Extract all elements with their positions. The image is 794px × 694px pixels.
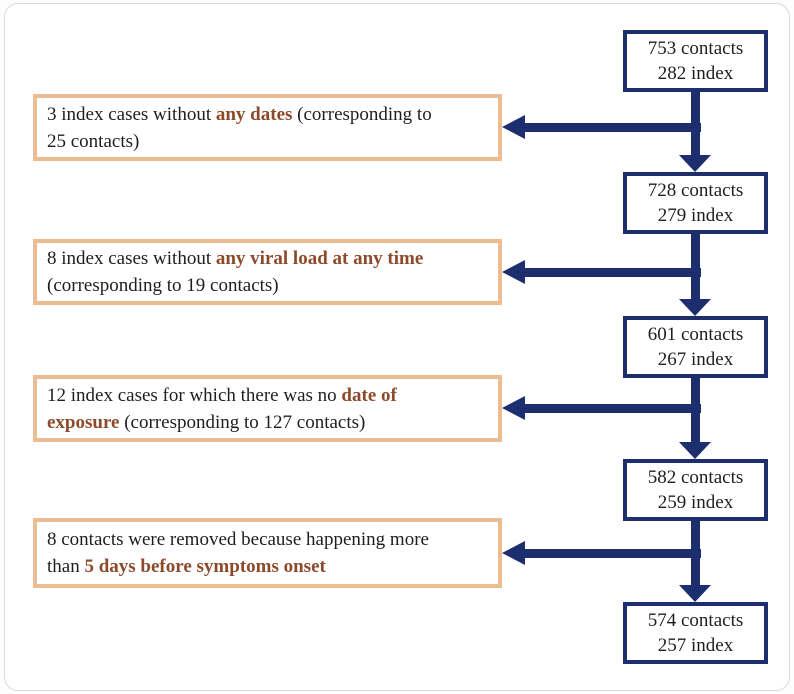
stage-box-1: 753 contacts 282 index xyxy=(623,30,768,92)
left-arrow-icon xyxy=(502,260,525,284)
stage-box-3: 601 contacts 267 index xyxy=(623,316,768,378)
exclusion-text-highlight: any dates xyxy=(215,103,293,125)
exclusion-text-highlight: 5 days before symptoms onset xyxy=(84,556,326,577)
exclusion-text-highlight: any viral load at any time xyxy=(215,248,424,269)
left-arrow-icon xyxy=(502,115,525,139)
exclusion-text-prefix: 12 index cases for which there was no xyxy=(47,384,342,406)
down-arrow-icon xyxy=(679,299,711,316)
exclusion-text: 12 index cases for which there was no da… xyxy=(37,380,403,438)
stage-contacts-count: 582 contacts xyxy=(647,467,744,488)
horizontal-connector-line xyxy=(524,549,701,558)
exclusion-text-prefix: 3 index cases without xyxy=(47,103,216,125)
stage-index-count: 282 index xyxy=(657,63,734,84)
vertical-connector-line xyxy=(691,233,700,301)
exclusion-text: 3 index cases without any dates (corresp… xyxy=(37,99,438,157)
exclusion-text-prefix: 8 index cases without xyxy=(47,248,216,269)
stage-box-4: 582 contacts 259 index xyxy=(623,459,768,521)
exclusion-note-4: 8 contacts were removed because happenin… xyxy=(33,518,502,588)
stage-contacts-count: 574 contacts xyxy=(647,610,744,631)
stage-index-count: 259 index xyxy=(657,492,734,513)
horizontal-connector-line xyxy=(524,123,701,132)
stage-box-5: 574 contacts 257 index xyxy=(623,602,768,664)
exclusion-text-suffix: (corresponding to 19 contacts) xyxy=(47,275,279,296)
stage-box-2: 728 contacts 279 index xyxy=(623,172,768,234)
exclusion-note-1: 3 index cases without any dates (corresp… xyxy=(33,94,502,161)
stage-contacts-count: 728 contacts xyxy=(647,180,744,201)
left-arrow-icon xyxy=(502,396,525,420)
exclusion-text-prefix: 8 contacts were removed because happenin… xyxy=(47,529,429,577)
stage-index-count: 267 index xyxy=(657,349,734,370)
down-arrow-icon xyxy=(679,585,711,602)
left-arrow-icon xyxy=(502,541,525,565)
stage-contacts-count: 601 contacts xyxy=(647,324,744,345)
exclusion-text-highlight: date of exposure xyxy=(47,384,397,433)
exclusion-text-suffix: (corresponding to 127 contacts) xyxy=(119,411,366,433)
down-arrow-icon xyxy=(679,155,711,172)
exclusion-text: 8 index cases without any viral load at … xyxy=(37,243,429,301)
stage-contacts-count: 753 contacts xyxy=(647,38,744,59)
exclusion-note-2: 8 index cases without any viral load at … xyxy=(33,239,502,305)
exclusion-text: 8 contacts were removed because happenin… xyxy=(37,524,435,582)
exclusion-text-suffix: (corresponding to 25 contacts) xyxy=(47,103,432,152)
down-arrow-icon xyxy=(679,442,711,459)
stage-index-count: 279 index xyxy=(657,205,734,226)
horizontal-connector-line xyxy=(524,268,701,277)
stage-index-count: 257 index xyxy=(657,635,734,656)
horizontal-connector-line xyxy=(524,404,701,413)
exclusion-note-3: 12 index cases for which there was no da… xyxy=(33,375,502,442)
